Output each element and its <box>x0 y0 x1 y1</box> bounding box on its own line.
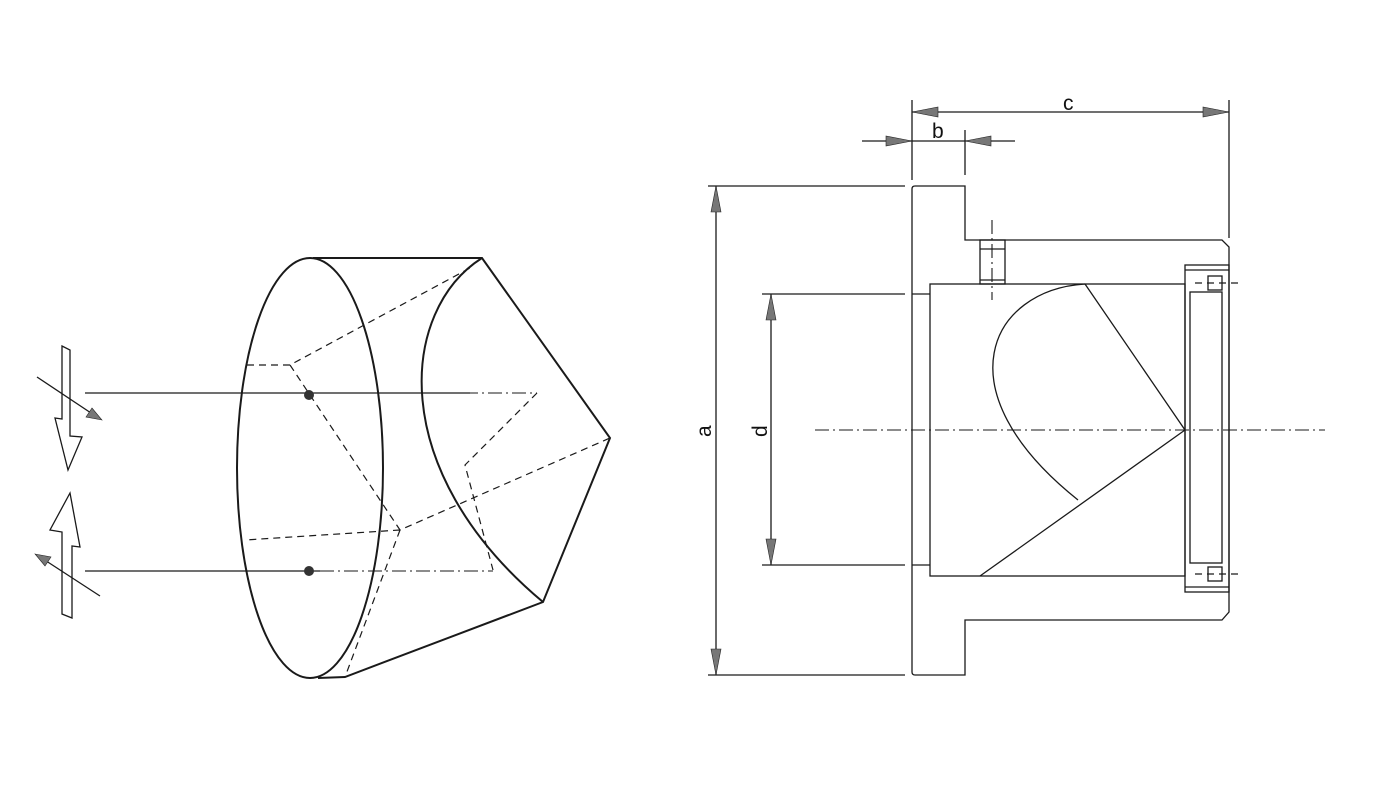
beam-point-lower <box>304 566 314 576</box>
prism-outline <box>313 257 612 679</box>
polarization-arrowhead-upper <box>85 407 103 421</box>
hidden-edges <box>244 267 611 678</box>
prism-inner-curve <box>420 257 544 603</box>
dimension-a: a <box>693 185 905 676</box>
dimension-label-d: d <box>749 425 772 437</box>
prism-section-curve <box>992 283 1086 501</box>
dimension-label-a: a <box>693 425 716 437</box>
dimension-d: d <box>749 293 905 566</box>
arrow-up-icon <box>48 491 81 619</box>
dimension-c: c <box>911 92 1230 238</box>
dimension-label-b: b <box>932 120 944 143</box>
retaining-ring <box>1184 264 1240 593</box>
arrow-down-icon <box>54 344 83 473</box>
dimension-b: b <box>862 120 1015 175</box>
beam-path-hidden <box>464 392 538 571</box>
dimension-label-c: c <box>1063 92 1074 115</box>
housing-outline <box>911 185 1230 676</box>
set-screw <box>979 220 1006 300</box>
isometric-prism-view <box>34 257 612 679</box>
beam-point-upper <box>304 390 314 400</box>
section-view: c b a d <box>693 92 1325 676</box>
polarization-arrowhead-lower <box>34 553 52 567</box>
prism-front-face <box>236 257 384 679</box>
